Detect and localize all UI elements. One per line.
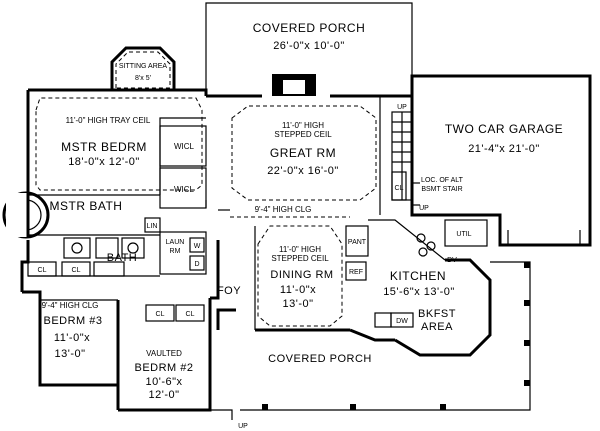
sitting-area: SITTING AREA 8'x 5' bbox=[110, 46, 176, 92]
bedroom-3: 9'-4" HIGH CLG BEDRM #3 11'-0"x 13'-0" bbox=[39, 292, 118, 360]
foyer: FOY bbox=[217, 209, 241, 297]
covered-porch-bottom: COVERED PORCH UP bbox=[210, 261, 531, 430]
bedroom-2: VAULTED BEDRM #2 10'-6"x 12'-0" bbox=[134, 349, 193, 401]
closet-4-label: CL bbox=[186, 311, 195, 318]
bedroom-2-label: BEDRM #2 bbox=[134, 362, 193, 374]
sitting-area-dims: 8'x 5' bbox=[135, 75, 151, 82]
dryer-label: D bbox=[194, 261, 199, 268]
exterior-walls bbox=[20, 88, 492, 412]
closet-1-label: CL bbox=[38, 267, 47, 274]
foyer-label: FOY bbox=[217, 285, 241, 297]
garage: TWO CAR GARAGE 21'-4"x 21'-0" UP bbox=[410, 74, 592, 247]
alt-stair-line-1: LOC. OF ALT bbox=[421, 177, 464, 184]
bedroom-2-dims-2: 12'-0" bbox=[148, 389, 179, 401]
laundry-linen: LIN LAUN RM W D bbox=[144, 217, 207, 275]
closets-left: CL CL bbox=[27, 261, 91, 277]
sitting-area-label: SITTING AREA bbox=[119, 63, 168, 70]
master-bedroom: 11'-0" HIGH TRAY CEIL MSTR BEDRM 18'-0"x… bbox=[28, 97, 206, 196]
stair-closet-label: CL bbox=[395, 185, 404, 192]
great-room-ceiling-1: 11'-0" HIGH bbox=[282, 121, 324, 130]
bedroom-3-ceiling: 9'-4" HIGH CLG bbox=[42, 301, 99, 310]
porch-up-label: UP bbox=[238, 423, 248, 430]
master-bath-label: MSTR BATH bbox=[50, 199, 123, 213]
closets-bedroom-2: CL CL bbox=[145, 304, 205, 322]
great-room: 11'-0" HIGH STEPPED CEIL GREAT RM 22'-0"… bbox=[205, 96, 381, 215]
bath-label: BATH bbox=[107, 252, 138, 264]
dining-ceiling-1: 11'-0" HIGH bbox=[279, 245, 321, 254]
bedroom-2-dims-1: 10'-6"x bbox=[145, 376, 182, 388]
fireplace bbox=[272, 74, 316, 96]
kitchen: UTIL DV KITCHEN 15'-6"x 13'-0" DW BKFST … bbox=[368, 219, 488, 333]
stair-area: UP CL LOC. OF ALT BSMT STAIR bbox=[391, 104, 464, 201]
kitchen-label: KITCHEN bbox=[390, 269, 446, 283]
laundry-label-1: LAUN bbox=[166, 239, 185, 246]
bedroom-3-dims-1: 11'-0"x bbox=[54, 332, 90, 344]
dining-room: 9'-4" HIGH CLG 11'-0" HIGH STEPPED CEIL … bbox=[230, 205, 350, 330]
breakfast-label-2: AREA bbox=[421, 321, 453, 333]
dining-label: DINING RM bbox=[270, 269, 333, 281]
master-bath: MSTR BATH bbox=[2, 191, 160, 259]
dv-label: DV bbox=[447, 257, 457, 264]
bedroom-2-ceiling: VAULTED bbox=[146, 349, 182, 358]
washer-label: W bbox=[194, 243, 201, 250]
covered-porch-top: COVERED PORCH 26'-0"x 10'-0" bbox=[205, 2, 413, 97]
linen-label: LIN bbox=[147, 223, 158, 230]
great-room-dims: 22'-0"x 16'-0" bbox=[267, 165, 339, 177]
walk-in-closets: WICL WICL bbox=[159, 125, 207, 209]
great-room-ceiling-2: STEPPED CEIL bbox=[274, 130, 332, 139]
porch-top-dims: 26'-0"x 10'-0" bbox=[273, 40, 345, 52]
master-bedroom-label: MSTR BEDRM bbox=[61, 140, 147, 154]
alt-stair-line-2: BSMT STAIR bbox=[421, 186, 462, 193]
wicl-1-label: WICL bbox=[174, 142, 195, 151]
kitchen-dims: 15'-6"x 13'-0" bbox=[383, 286, 455, 298]
garage-dims: 21'-4"x 21'-0" bbox=[468, 143, 540, 155]
pantry: PANT REF bbox=[345, 225, 369, 281]
great-room-label: GREAT RM bbox=[270, 146, 336, 160]
bedroom-3-label: BEDRM #3 bbox=[43, 315, 102, 327]
porch-bottom-label: COVERED PORCH bbox=[268, 353, 372, 365]
utility-label: UTIL bbox=[456, 231, 471, 238]
closet-2-label: CL bbox=[72, 267, 81, 274]
dining-ceiling-2: STEPPED CEIL bbox=[271, 254, 329, 263]
porch-top-label: COVERED PORCH bbox=[253, 21, 366, 35]
laundry-label-2: RM bbox=[170, 248, 181, 255]
bedroom-3-dims-2: 13'-0" bbox=[54, 348, 85, 360]
breakfast-label-1: BKFST bbox=[418, 308, 456, 320]
master-bedroom-ceiling: 11'-0" HIGH TRAY CEIL bbox=[66, 116, 151, 125]
foyer-ceiling-label: 9'-4" HIGH CLG bbox=[255, 205, 312, 214]
dishwasher-label: DW bbox=[396, 318, 408, 325]
master-bedroom-dims: 18'-0"x 12'-0" bbox=[68, 156, 140, 168]
wicl-2-label: WICL bbox=[174, 185, 195, 194]
dining-dims-2: 13'-0" bbox=[282, 298, 313, 310]
stair-up-label: UP bbox=[397, 104, 407, 111]
hall-bath: BATH bbox=[28, 252, 160, 277]
closet-3-label: CL bbox=[156, 311, 165, 318]
pantry-label: PANT bbox=[348, 239, 367, 246]
ref-label: REF bbox=[349, 269, 363, 276]
garage-label: TWO CAR GARAGE bbox=[445, 122, 563, 136]
dining-dims-1: 11'-0"x bbox=[280, 284, 316, 296]
garage-up-label: UP bbox=[419, 205, 429, 212]
